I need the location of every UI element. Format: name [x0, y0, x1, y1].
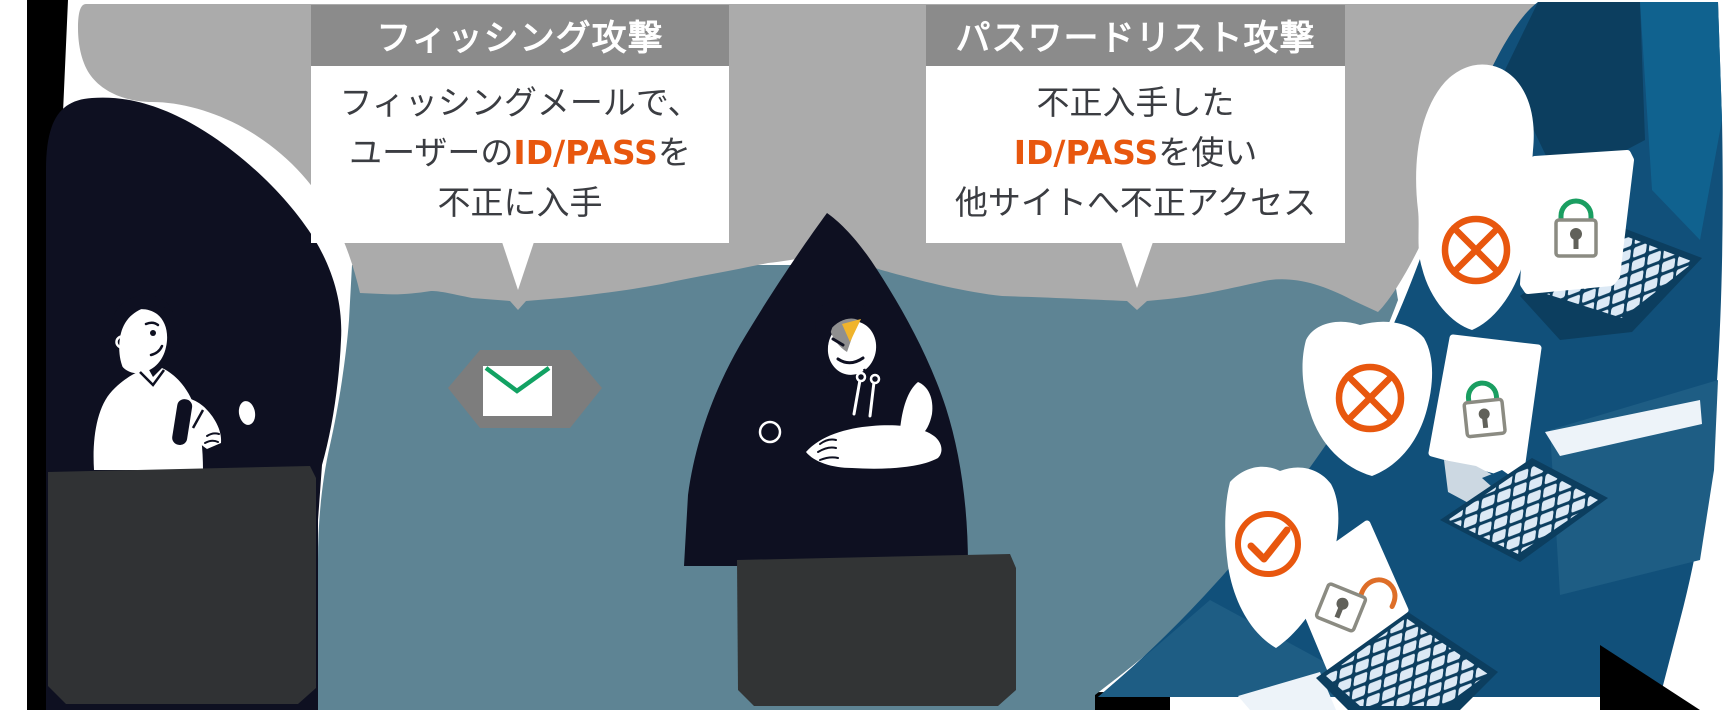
facet-bottom-slope [1098, 600, 1368, 697]
user-eye [150, 330, 156, 336]
user-figure [93, 294, 222, 470]
user-face [115, 309, 168, 374]
black-corner-bottom-right [1600, 645, 1700, 710]
user-ear [115, 335, 129, 349]
hacker-hood-rim [815, 300, 870, 374]
user-brow [144, 321, 160, 327]
user-cuff [191, 409, 205, 429]
bubble-text: 他サイトへ不正アクセス [954, 183, 1317, 222]
bubble-body: フィッシングメールで、 ユーザーのID/PASSを 不正に入手 [311, 66, 729, 243]
bubble-text: フィッシングメールで、 [339, 83, 701, 122]
bubble-tail-1 [502, 242, 534, 290]
bubble-text: ユーザーの [349, 133, 514, 172]
user-collar [139, 369, 166, 387]
circle-check-icon [1235, 511, 1301, 577]
server-computers-scene [1098, 2, 1723, 710]
user-fingers [204, 432, 220, 444]
circle-x-icon-2 [1335, 363, 1405, 433]
hacker-eye [831, 337, 845, 347]
circle-x-icon [1441, 215, 1511, 285]
hacker-forearm [900, 382, 933, 436]
hacker-hood [684, 213, 968, 566]
desktop-monitor [1428, 334, 1608, 562]
shield-blocked-1 [1416, 64, 1534, 330]
bubble-text: を [657, 133, 691, 172]
user-shirt [93, 368, 203, 470]
monitor-keys [1448, 464, 1598, 554]
facet-right-column [1640, 2, 1722, 240]
bubble-title: パスワードリスト攻撃 [926, 5, 1345, 66]
shield-blocked-2 [1302, 321, 1433, 476]
mouse [238, 401, 256, 425]
bubble-tail-2 [1121, 242, 1153, 288]
user-hair [111, 294, 173, 370]
hacker-smirk [836, 356, 865, 365]
light-wedge [1545, 400, 1702, 456]
hacker-fingers [817, 438, 839, 461]
closed-padlock-icon [1554, 198, 1598, 258]
speech-bubble-password-list: パスワードリスト攻撃 不正入手した ID/PASSを使い 他サイトへ不正アクセス [926, 5, 1345, 243]
bubble-title: フィッシング攻撃 [311, 5, 729, 66]
bubble-text: 不正に入手 [437, 183, 603, 222]
user-smile [149, 344, 164, 357]
user-desk [48, 466, 316, 704]
user-device [172, 399, 193, 445]
hacker-drawstrings [852, 378, 876, 418]
laptop-bottom-base-edge [1238, 672, 1336, 710]
bubble-text: 不正入手した [1036, 83, 1235, 122]
idpass-highlight: ID/PASS [513, 133, 658, 172]
laptop-bottom-keys [1326, 618, 1488, 706]
facet-lid [1505, 2, 1645, 185]
open-padlock-icon [1314, 577, 1398, 633]
email-envelope-icon [448, 350, 602, 428]
hacker-arms [806, 425, 942, 469]
hacker-glint [842, 319, 861, 342]
laptop-top [1520, 150, 1702, 340]
hacker-figure [684, 213, 968, 566]
speech-bubble-phishing: フィッシング攻撃 フィッシングメールで、 ユーザーのID/PASSを 不正に入手 [311, 5, 729, 243]
idpass-highlight: ID/PASS [1013, 133, 1159, 172]
closed-padlock-icon-2 [1462, 380, 1507, 439]
hacker-desk [737, 554, 1016, 706]
bubble-text: を使い [1158, 133, 1258, 172]
shield-shape [1225, 466, 1339, 648]
laptop-bottom [1238, 520, 1498, 710]
bubble-body: 不正入手した ID/PASSを使い 他サイトへ不正アクセス [926, 66, 1345, 243]
hood-ring [758, 420, 782, 444]
shield-allowed [1225, 466, 1339, 648]
